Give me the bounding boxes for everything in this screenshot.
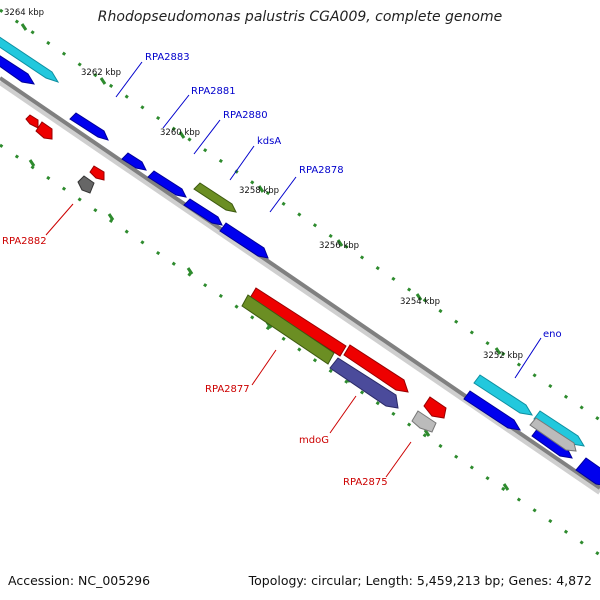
gene-label-rpa2881: RPA2881 — [191, 86, 236, 97]
gene-rpa2875[interactable] — [423, 396, 447, 419]
leader-rpa2877 — [251, 349, 277, 386]
leader-rpa2883 — [115, 61, 143, 98]
kbp-label: 3264 kbp — [4, 8, 44, 18]
kbp-tick — [336, 239, 344, 247]
forward-genes — [0, 32, 600, 486]
gene-rpa2879[interactable] — [183, 198, 223, 226]
outer-tick-track — [0, 8, 600, 422]
leader-rpa2882 — [45, 203, 74, 236]
gene-rpa2883[interactable] — [0, 52, 35, 85]
gene-rpa2876[interactable] — [241, 294, 335, 365]
gene-label-kdsa: kdsA — [257, 136, 281, 147]
kbp-tick — [28, 159, 36, 167]
gene-eno[interactable] — [473, 374, 533, 416]
gene-rpa2874[interactable] — [411, 410, 437, 433]
kbp-tick — [20, 23, 28, 31]
map-title: Rhodopseudomonas palustris CGA009, compl… — [97, 9, 503, 25]
kbp-label: 3258 kbp — [239, 186, 279, 196]
kbp-tick — [107, 213, 115, 221]
kbp-label: 3260 kbp — [160, 128, 200, 138]
kbp-tick — [186, 267, 194, 275]
leader-kdsa — [229, 145, 255, 181]
gene-rpa2878[interactable] — [219, 222, 269, 259]
accession-label: Accession: NC_005296 — [8, 573, 151, 588]
leader-rpa2875 — [385, 441, 412, 478]
gene-rpa2872-b[interactable] — [529, 417, 577, 452]
leader-mdog — [329, 395, 357, 434]
gene-label-rpa2877: RPA2877 — [205, 384, 250, 395]
kbp-tick — [257, 185, 265, 193]
kbp-label: 3252 kbp — [483, 351, 523, 361]
gene-label-rpa2878: RPA2878 — [299, 165, 344, 176]
gene-label-rpa2883: RPA2883 — [145, 52, 190, 63]
gene-rpa2881[interactable] — [69, 112, 109, 141]
leader-rpa2880 — [193, 119, 221, 155]
gene-rpa2877-b[interactable] — [343, 344, 409, 393]
genome-backbone-shadow — [0, 79, 600, 495]
kbp-tick — [178, 131, 186, 139]
gene-label-mdog: mdoG — [299, 435, 329, 446]
kbp-tick — [502, 483, 510, 491]
kbp-ticks — [20, 23, 510, 491]
gene-rpa2872[interactable] — [533, 410, 585, 447]
leader-rpa2878 — [269, 176, 297, 213]
gene-rpa2873[interactable] — [463, 390, 521, 431]
gene-label-eno: eno — [543, 329, 562, 340]
gene-rpa2882[interactable] — [89, 165, 105, 181]
gene-label-rpa2875: RPA2875 — [343, 477, 388, 488]
kbp-tick — [415, 293, 423, 301]
gene-label-rpa2882: RPA2882 — [2, 236, 47, 247]
gene-kdsa[interactable] — [193, 182, 237, 213]
reverse-genes — [25, 114, 577, 452]
gene-rpa2870[interactable] — [575, 457, 600, 486]
gene-rpa2884[interactable] — [0, 32, 60, 83]
kbp-tick — [494, 347, 502, 355]
kbp-label: 3262 kbp — [81, 68, 121, 78]
gene-rpa2880[interactable] — [147, 170, 187, 198]
leader-eno — [514, 337, 542, 379]
gene-mdog[interactable] — [329, 357, 399, 409]
kbp-label: 3256 kbp — [319, 241, 359, 251]
topology-label: Topology: circular; Length: 5,459,213 bp… — [248, 573, 592, 588]
gene-label-rpa2880: RPA2880 — [223, 110, 268, 121]
gene-rpa2877[interactable] — [249, 287, 347, 357]
gene-rpa2880-a[interactable] — [121, 152, 147, 171]
inner-tick-track — [0, 143, 600, 557]
kbp-label: 3254 kbp — [400, 297, 440, 307]
kbp-tick — [423, 429, 431, 437]
gene-rpa2882-c[interactable] — [77, 175, 95, 194]
gene-rpa2882-b[interactable] — [35, 121, 53, 140]
leader-rpa2881 — [162, 94, 190, 129]
gene-rpa2882-a[interactable] — [25, 114, 39, 129]
kbp-tick — [99, 77, 107, 85]
